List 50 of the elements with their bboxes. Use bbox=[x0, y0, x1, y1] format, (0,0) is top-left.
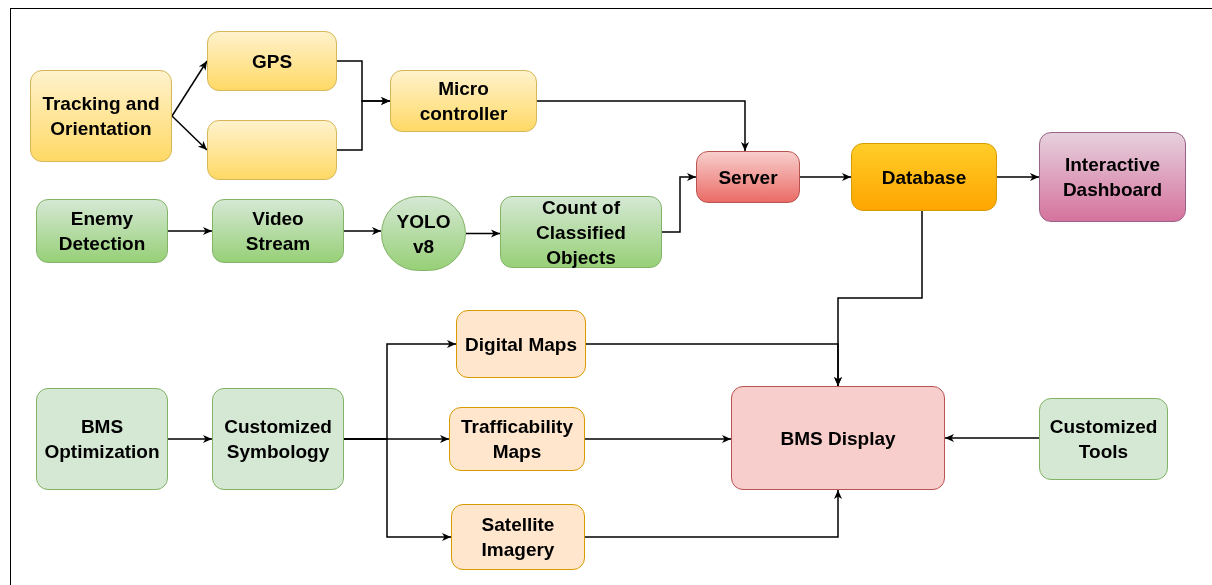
arrow bbox=[343, 227, 382, 235]
node-label: Tracking and Orientation bbox=[41, 92, 161, 141]
node-label: Customized Tools bbox=[1048, 415, 1159, 464]
process-box bbox=[36, 199, 168, 263]
arrow bbox=[171, 115, 208, 151]
arrow bbox=[343, 438, 452, 541]
process-box bbox=[36, 388, 168, 490]
node-label: Satellite Imagery bbox=[480, 513, 556, 562]
node-label: Database bbox=[880, 165, 968, 190]
process-box bbox=[731, 386, 945, 490]
process-box bbox=[451, 504, 585, 570]
node-label: Customized Symbology bbox=[223, 415, 333, 464]
node-label: Micro controller bbox=[418, 77, 509, 126]
node-label: Trafficability Maps bbox=[460, 415, 574, 464]
node-label: Digital Maps bbox=[464, 332, 578, 357]
process-box bbox=[456, 310, 586, 378]
process-box bbox=[851, 143, 997, 211]
node-label: BMS Optimization bbox=[43, 415, 161, 464]
process-box bbox=[390, 70, 537, 132]
node-label: Enemy Detection bbox=[57, 207, 147, 256]
process-box bbox=[1039, 398, 1168, 480]
arrow bbox=[584, 489, 842, 538]
process-box bbox=[449, 407, 585, 471]
process-box bbox=[500, 196, 662, 268]
node-label: GPS bbox=[250, 49, 294, 74]
process-box bbox=[207, 31, 337, 91]
arrow bbox=[584, 435, 732, 443]
arrow bbox=[944, 434, 1040, 442]
node-label: BMS Display bbox=[779, 426, 897, 451]
arrow bbox=[171, 60, 208, 117]
process-box bbox=[30, 70, 172, 162]
node-label: Video Stream bbox=[244, 207, 312, 256]
arrow bbox=[465, 229, 501, 238]
arrow bbox=[167, 435, 213, 443]
arrow bbox=[167, 227, 213, 235]
arrow bbox=[536, 100, 749, 152]
process-box bbox=[696, 151, 800, 203]
arrow bbox=[336, 97, 391, 151]
process-box bbox=[212, 199, 344, 263]
arrow bbox=[799, 173, 852, 181]
arrow bbox=[996, 173, 1040, 181]
empty-box bbox=[207, 120, 337, 180]
node-label: Count of Classified Objects bbox=[535, 195, 627, 270]
process-box bbox=[212, 388, 344, 490]
node-label: YOLO v8 bbox=[395, 209, 452, 259]
node-label: Interactive Dashboard bbox=[1061, 153, 1164, 202]
process-box bbox=[1039, 132, 1186, 222]
arrow bbox=[585, 343, 842, 387]
node-label: Server bbox=[717, 165, 779, 190]
arrow bbox=[661, 173, 697, 233]
